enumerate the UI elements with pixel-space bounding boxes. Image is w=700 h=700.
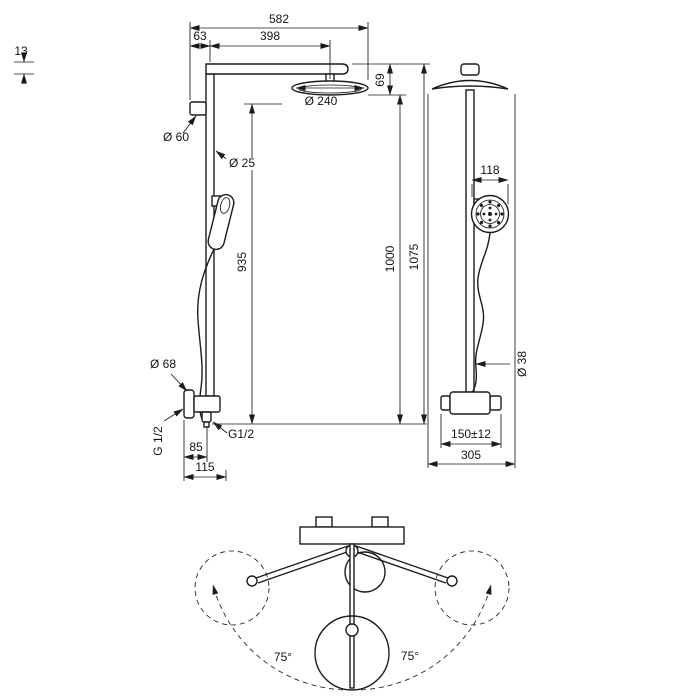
- wall-bracket: [189, 101, 207, 116]
- swivel-range-view: 75° 75°: [194, 516, 510, 691]
- dim-115-label: 115: [195, 460, 214, 474]
- overhead-shower-side: [431, 79, 509, 90]
- dia-240-label: Ø 240: [305, 94, 338, 108]
- angle-left-label: 75°: [274, 650, 292, 664]
- thread-left-label: G 1/2: [151, 426, 165, 456]
- dim-13-label: 13: [14, 44, 28, 58]
- front-view: 582 63 398 13 69 Ø 240 Ø 60 Ø 25 935 100…: [14, 12, 430, 481]
- hose-nipple: [203, 421, 210, 428]
- dim-305-label: 305: [461, 448, 481, 462]
- dim-63-label: 63: [193, 29, 207, 43]
- front-shower-column: [183, 63, 369, 428]
- hand-shower-side: [470, 194, 510, 234]
- front-dimension-labels: 582 63 398 13 69 Ø 240 Ø 60 Ø 25 935 100…: [14, 12, 421, 474]
- dia-68-label: Ø 68: [150, 357, 176, 371]
- dim-85-label: 85: [189, 440, 203, 454]
- dim-150-label: 150±12: [451, 427, 491, 441]
- thermostat-side: [440, 391, 502, 415]
- angle-right-label: 75°: [401, 649, 419, 663]
- dim-398-label: 398: [260, 29, 280, 43]
- dim-1075-label: 1075: [407, 243, 421, 270]
- dim-1000-label: 1000: [383, 245, 397, 272]
- mount-tab-left: [315, 516, 333, 528]
- side-dimension-labels: 118 Ø 38 150±12 305: [451, 163, 529, 462]
- wall-mount-top: [299, 516, 405, 545]
- dim-935-label: 935: [235, 252, 249, 272]
- side-dimension-lines: [427, 94, 516, 468]
- dim-69-label: 69: [373, 73, 387, 87]
- handshower-position-left: [194, 550, 270, 626]
- swivel-arcs: [212, 584, 492, 691]
- valve-body: [193, 395, 221, 413]
- head-cap: [460, 63, 480, 76]
- side-view: 118 Ø 38 150±12 305: [427, 63, 529, 468]
- handshower-position-right: [434, 550, 510, 626]
- front-dimension-lines: [14, 22, 430, 481]
- mount-tab-right: [371, 516, 389, 528]
- dia-25-label: Ø 25: [229, 156, 255, 170]
- swivel-angle-labels: 75° 75°: [274, 649, 419, 664]
- swivel-arm-right: [353, 545, 510, 626]
- side-shower-column: [431, 63, 510, 415]
- dim-118-label: 118: [480, 163, 499, 177]
- dia-60-label: Ø 60: [163, 130, 189, 144]
- hose-outlet: [201, 411, 212, 423]
- thermostat-top: [344, 551, 386, 593]
- swivel-arm-left: [194, 545, 351, 626]
- wall-bar: [299, 526, 405, 545]
- riser-pipe-side: [465, 89, 475, 393]
- dia-38-label: Ø 38: [515, 351, 529, 377]
- head-joint-top: [345, 623, 359, 637]
- shower-hose-side: [471, 232, 491, 394]
- wall-flange: [183, 389, 195, 419]
- dim-582-label: 582: [269, 12, 289, 26]
- shower-arm: [205, 63, 349, 75]
- thread-bottom-label: G1/2: [228, 427, 254, 441]
